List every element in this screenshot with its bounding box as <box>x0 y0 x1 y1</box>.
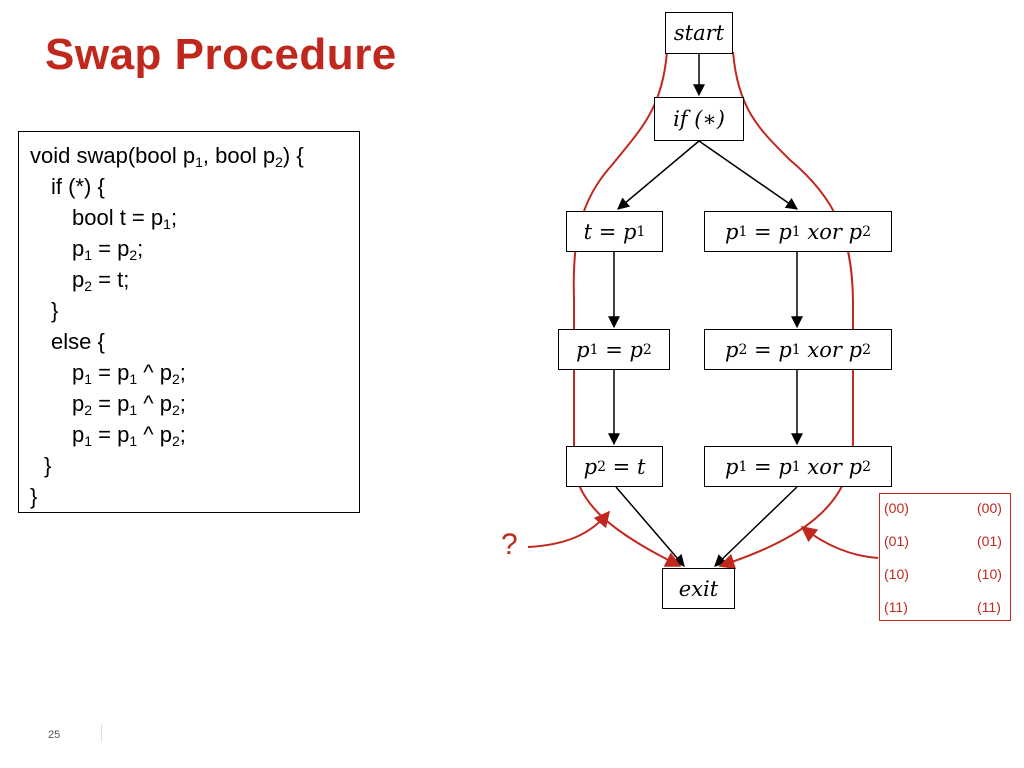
question-pointer-arrow <box>527 510 611 548</box>
tt-from-11: (11) <box>884 599 908 615</box>
code-line: else { <box>51 329 105 354</box>
edge-if-left <box>617 140 700 210</box>
code-line: p2 = t; <box>72 267 130 294</box>
node-start: start <box>665 12 733 54</box>
code-line: } <box>51 298 59 323</box>
tt-to-00: (00) <box>977 500 1002 516</box>
question-mark: ? <box>501 528 518 561</box>
code-line: p1 = p2; <box>72 236 144 263</box>
code-line: p1 = p1 ^ p2; <box>72 422 186 449</box>
tt-to-11: (11) <box>977 599 1001 615</box>
code-line: } <box>44 453 52 478</box>
page-divider <box>101 724 102 742</box>
code-line: bool t = p1; <box>72 205 178 232</box>
edge-right-exit <box>714 486 798 567</box>
node-exit: exit <box>662 568 735 609</box>
tt-from-00: (00) <box>884 500 909 516</box>
page-number: 25 <box>48 729 61 741</box>
tt-to-01: (01) <box>977 533 1002 549</box>
code-line: } <box>30 484 38 509</box>
code-line: p2 = p1 ^ p2; <box>72 391 186 418</box>
code-listing-box <box>18 131 360 513</box>
tt-to-10: (10) <box>977 566 1002 582</box>
code-line: if (*) { <box>51 174 105 199</box>
edge-left-exit <box>615 486 685 567</box>
tt-from-01: (01) <box>884 533 909 549</box>
tt-from-10: (10) <box>884 566 909 582</box>
edge-if-right <box>698 140 798 210</box>
code-line: void swap(bool p1, bool p2) { <box>30 143 304 170</box>
slide-title: Swap Procedure <box>45 30 397 79</box>
code-line: p1 = p1 ^ p2; <box>72 360 186 387</box>
truth-table <box>879 493 1011 621</box>
truth-table-pointer-arrow <box>800 526 879 559</box>
node-if: if (∗) <box>654 97 744 141</box>
